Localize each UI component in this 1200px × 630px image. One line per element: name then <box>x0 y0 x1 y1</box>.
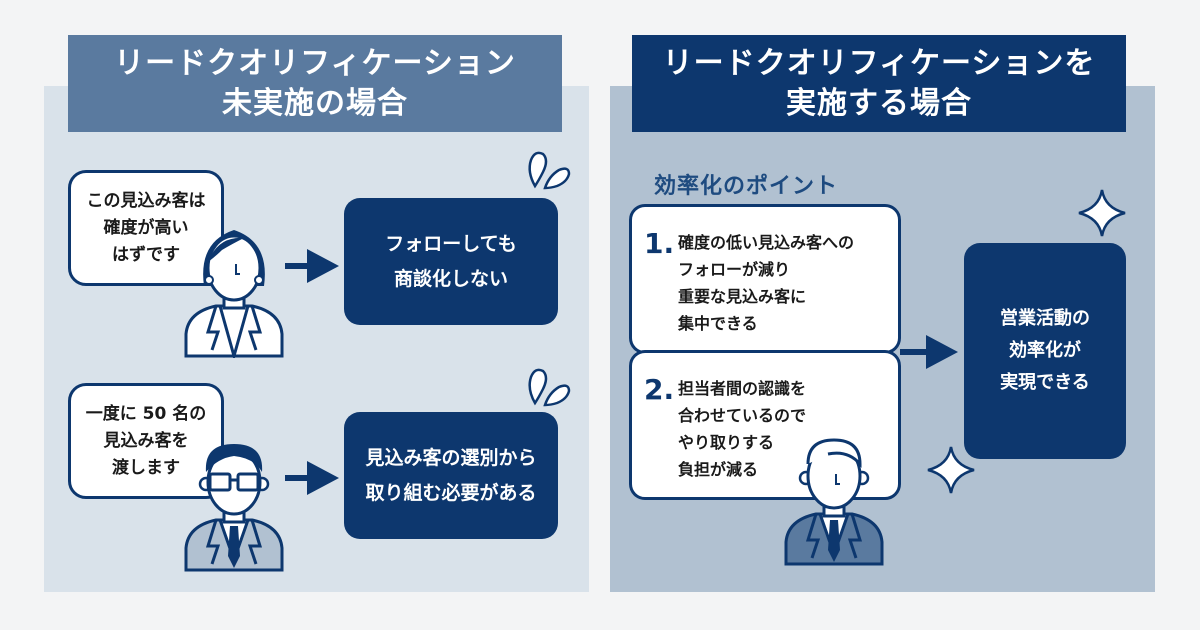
result-line: 見込み客の選別から <box>365 446 537 469</box>
point-line: 集中できる <box>678 314 758 333</box>
header-line: 未実施の場合 <box>222 85 408 121</box>
point-line: やり取りする <box>678 433 775 452</box>
speech-bubble: 一度に 50 名の 見込み客を 渡します <box>68 383 224 499</box>
point-text: 担当者間の認識を 合わせているので やり取りする 負担が減る <box>678 375 806 483</box>
result-line: 営業活動の <box>1000 308 1090 329</box>
speech-line: 渡します <box>112 457 180 478</box>
speech-line: はずです <box>112 244 180 265</box>
result-line: 商談化しない <box>393 267 508 290</box>
woman-icon <box>184 230 284 358</box>
speech-bubble: この見込み客は 確度が高い はずです <box>68 170 224 286</box>
speech-line: 一度に 50 名の <box>85 403 207 424</box>
man-with-glasses-icon <box>184 444 284 572</box>
result-line: 実現できる <box>1000 372 1090 393</box>
point-number: 1. <box>644 227 675 260</box>
arrow-right-icon <box>900 335 958 369</box>
point-line: 重要な見込み客に <box>678 287 807 306</box>
point-line: フォローが減り <box>678 260 791 279</box>
result-line: 効率化が <box>1009 340 1081 361</box>
sparkle-icon <box>927 446 975 494</box>
speech-line: 確度が高い <box>103 217 189 238</box>
point-text: 確度の低い見込み客への フォローが減り 重要な見込み客に 集中できる <box>678 229 854 337</box>
header-line: リードクオリフィケーション <box>114 45 516 81</box>
result-box: 営業活動の 効率化が 実現できる <box>964 243 1126 459</box>
header-line: 実施する場合 <box>786 85 972 121</box>
result-line: 取り組む必要がある <box>365 481 537 504</box>
sparkle-icon <box>1078 189 1126 237</box>
without-qualification-header: リードクオリフィケーション 未実施の場合 <box>68 35 562 132</box>
point-line: 合わせているので <box>678 406 807 425</box>
point-number: 2. <box>644 373 675 406</box>
result-box: 見込み客の選別から 取り組む必要がある <box>344 412 558 539</box>
result-line: フォローしても <box>385 232 517 255</box>
arrow-right-icon <box>285 249 339 283</box>
header-line: リードクオリフィケーションを <box>662 45 1096 81</box>
result-box: フォローしても 商談化しない <box>344 198 558 325</box>
points-title: 効率化のポイント <box>654 174 839 199</box>
sweat-drops-icon <box>528 368 571 407</box>
sweat-drops-icon <box>528 151 571 190</box>
arrow-right-icon <box>285 461 339 495</box>
with-qualification-header: リードクオリフィケーションを 実施する場合 <box>632 35 1126 132</box>
point-line: 負担が減る <box>678 460 759 479</box>
businessman-icon <box>784 438 884 566</box>
speech-line: この見込み客は <box>86 190 206 211</box>
point-line: 担当者間の認識を <box>678 379 807 398</box>
speech-line: 見込み客を <box>103 430 189 451</box>
point-item: 1. 確度の低い見込み客への フォローが減り 重要な見込み客に 集中できる <box>629 204 901 354</box>
point-line: 確度の低い見込み客への <box>678 233 855 252</box>
